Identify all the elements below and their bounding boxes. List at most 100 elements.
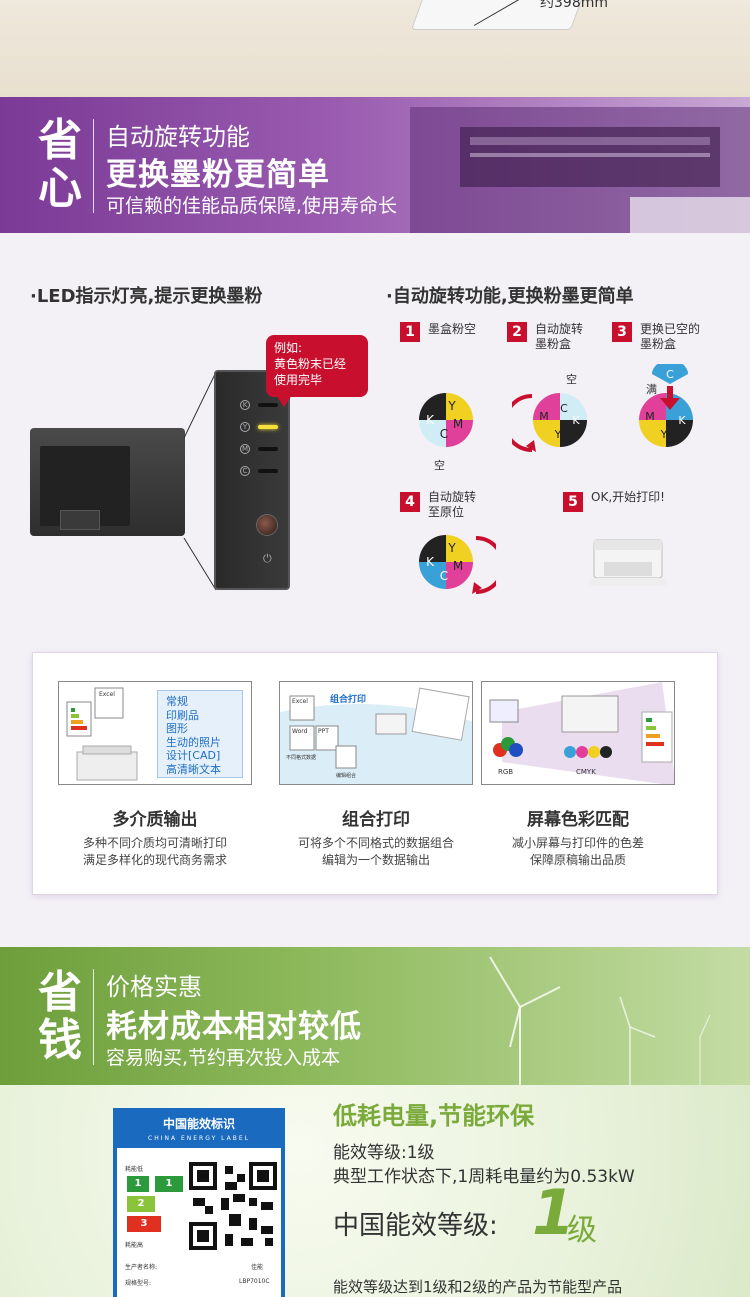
svg-text:M: M	[539, 410, 549, 423]
feature-1-desc-line-1: 多种不同介质均可清晰打印	[82, 836, 227, 850]
svg-text:C: C	[560, 402, 568, 415]
banner-save-effort: 省 心 自动旋转功能 更换墨粉更简单 可信赖的佳能品质保障,使用寿命长	[0, 97, 750, 233]
media-item-4: 生动的照片	[166, 735, 221, 749]
label-low-consumption: 耗能低	[125, 1166, 144, 1173]
banner-line-1: 自动旋转功能	[106, 123, 250, 151]
step-3-number: 3	[612, 322, 632, 342]
svg-text:C: C	[440, 569, 448, 583]
media-item-2: 印刷品	[166, 708, 199, 722]
feature-2-desc: 可将多个不同格式的数据组合 编辑为一个数据输出	[269, 835, 483, 869]
svg-text:K: K	[572, 414, 580, 427]
rotate-section-title: ·自动旋转功能,更换粉墨更简单	[386, 286, 634, 307]
led-callout-bubble: 例如: 黄色粉末已经 使用完毕	[266, 335, 368, 407]
feature-2-desc-line-2: 编辑为一个数据输出	[321, 853, 430, 867]
svg-text:Y: Y	[447, 541, 456, 555]
wheel-1-empty-label: 空	[434, 459, 445, 472]
energy-label-header: 中国能效标识 CHINA ENERGY LABEL	[117, 1112, 281, 1148]
excel-label: Excel	[99, 691, 115, 698]
step-2-text: 自动旋转 墨粉盒	[535, 322, 583, 352]
led-k-icon: K	[240, 400, 250, 410]
feature-3-desc: 减小屏幕与打印件的色差 保障原稿输出品质	[471, 835, 685, 869]
bubble-line-2: 黄色粉末已经	[274, 357, 347, 371]
step-4-text-line-1: 自动旋转	[428, 490, 477, 504]
zoom-lines	[183, 371, 217, 591]
bubble-line-1: 例如:	[274, 341, 303, 355]
step-1-text-line: 墨盒粉空	[428, 322, 477, 336]
led-c-icon: C	[240, 466, 250, 476]
media-type-list: 常规 印刷品 图形 生动的照片 设计[CAD] 高清晰文本	[157, 690, 243, 778]
wheel-3-full-label: 满	[646, 383, 657, 396]
step-2-text-line-2: 墨粉盒	[535, 337, 572, 351]
rgb-label: RGB	[498, 768, 514, 776]
energy-big-number: 1	[532, 1176, 576, 1249]
label-maker: 生产者名称:	[125, 1264, 158, 1271]
dimension-text: 约398mm	[540, 0, 608, 11]
feature-2-thumbnail: 组合打印 Excel Word PPT 不同格式数据 编辑组合	[279, 681, 473, 785]
energy-big-prefix: 中国能效等级:	[333, 1211, 498, 1241]
energy-label-cn: 中国能效标识	[162, 1117, 235, 1131]
feature-1-thumbnail: Excel 常规 印刷品 图形 生动的照片 设计[CAD] 高清晰文本	[58, 681, 252, 785]
svg-text:K: K	[678, 414, 686, 427]
led-section-title: ·LED指示灯亮,提示更换墨粉	[30, 286, 263, 307]
word-doc-label: Word	[292, 728, 308, 735]
step-4-number: 4	[400, 492, 420, 512]
step-4-text: 自动旋转 至原位	[428, 490, 476, 520]
label-maker-value: 佳能	[251, 1264, 264, 1271]
multi-format-label: 不同格式数据	[286, 755, 317, 761]
cmyk-label: CMYK	[576, 768, 596, 776]
energy-line-1: 能效等级:1级	[333, 1143, 435, 1163]
step-5-text: OK,开始打印!	[591, 490, 665, 505]
toner-cartridge-insert-icon: C	[652, 364, 688, 410]
color-match-image	[489, 682, 674, 784]
svg-text:C: C	[440, 427, 448, 441]
printer-tray	[60, 510, 100, 530]
combine-print-label: 组合打印	[330, 695, 367, 705]
grade-bar-3: 3	[127, 1216, 161, 1232]
printer-ready-image	[590, 539, 666, 586]
step-3-text-line-2: 墨粉盒	[640, 337, 677, 351]
wheel-2-empty-label: 空	[566, 373, 577, 386]
label-high-consumption: 耗能高	[125, 1242, 144, 1249]
edit-combine-label: 编辑组合	[336, 773, 357, 779]
banner2-line-3: 容易购买,节约再次投入成本	[106, 1047, 341, 1069]
features-card: Excel 常规 印刷品 图形 生动的照片 设计[CAD] 高清晰文本 多介质输…	[32, 652, 718, 895]
banner2-divider	[93, 969, 94, 1065]
bubble-line-3: 使用完毕	[274, 373, 323, 387]
svg-text:Y: Y	[447, 399, 456, 413]
banner-line-3: 可信赖的佳能品质保障,使用寿命长	[106, 195, 398, 217]
step-3-text-line-1: 更换已空的	[640, 322, 701, 336]
step-1-number: 1	[400, 322, 420, 342]
svg-text:K: K	[426, 555, 435, 569]
start-button	[256, 514, 278, 536]
svg-text:Y: Y	[554, 428, 562, 441]
rotate-arrow-icon	[512, 394, 536, 452]
step-5-text-line: OK,开始打印!	[591, 490, 665, 504]
svg-text:M: M	[453, 417, 463, 431]
feature-2-desc-line-1: 可将多个不同格式的数据组合	[297, 836, 454, 850]
power-icon: ⏻	[263, 552, 272, 565]
led-m-bar	[258, 447, 278, 451]
svg-text:M: M	[453, 559, 463, 573]
step-1-text: 墨盒粉空	[428, 322, 476, 337]
step-2-number: 2	[507, 322, 527, 342]
printer-front-image	[30, 428, 185, 536]
banner-big-char-1: 省	[38, 115, 82, 166]
toner-wheel-step-1: Y M C K	[419, 393, 473, 447]
media-item-6: 高清晰文本	[166, 762, 221, 776]
energy-footnote: 能效等级达到1级和2级的产品为节能型产品	[333, 1278, 623, 1296]
feature-3-desc-line-2: 保障原稿输出品质	[529, 853, 626, 867]
banner2-line-1: 价格实惠	[106, 973, 202, 1001]
wind-turbines-image	[489, 956, 711, 1085]
media-item-5: 设计[CAD]	[166, 749, 221, 762]
energy-line-2: 典型工作状态下,1周耗电量约为0.53kW	[333, 1167, 635, 1187]
step-3-text: 更换已空的 墨粉盒	[640, 322, 700, 352]
feature-3-thumbnail: RGB CMYK	[481, 681, 675, 785]
banner2-big-char-2: 钱	[38, 1015, 82, 1066]
led-c-bar	[258, 469, 278, 473]
step-5-number: 5	[563, 492, 583, 512]
toner-wheel-step-4: Y M C K	[419, 535, 473, 589]
led-y-bar-lit	[258, 425, 278, 429]
media-docs-image: Excel	[66, 687, 138, 781]
led-y-icon: Y	[240, 422, 250, 432]
svg-text:C: C	[666, 368, 674, 381]
